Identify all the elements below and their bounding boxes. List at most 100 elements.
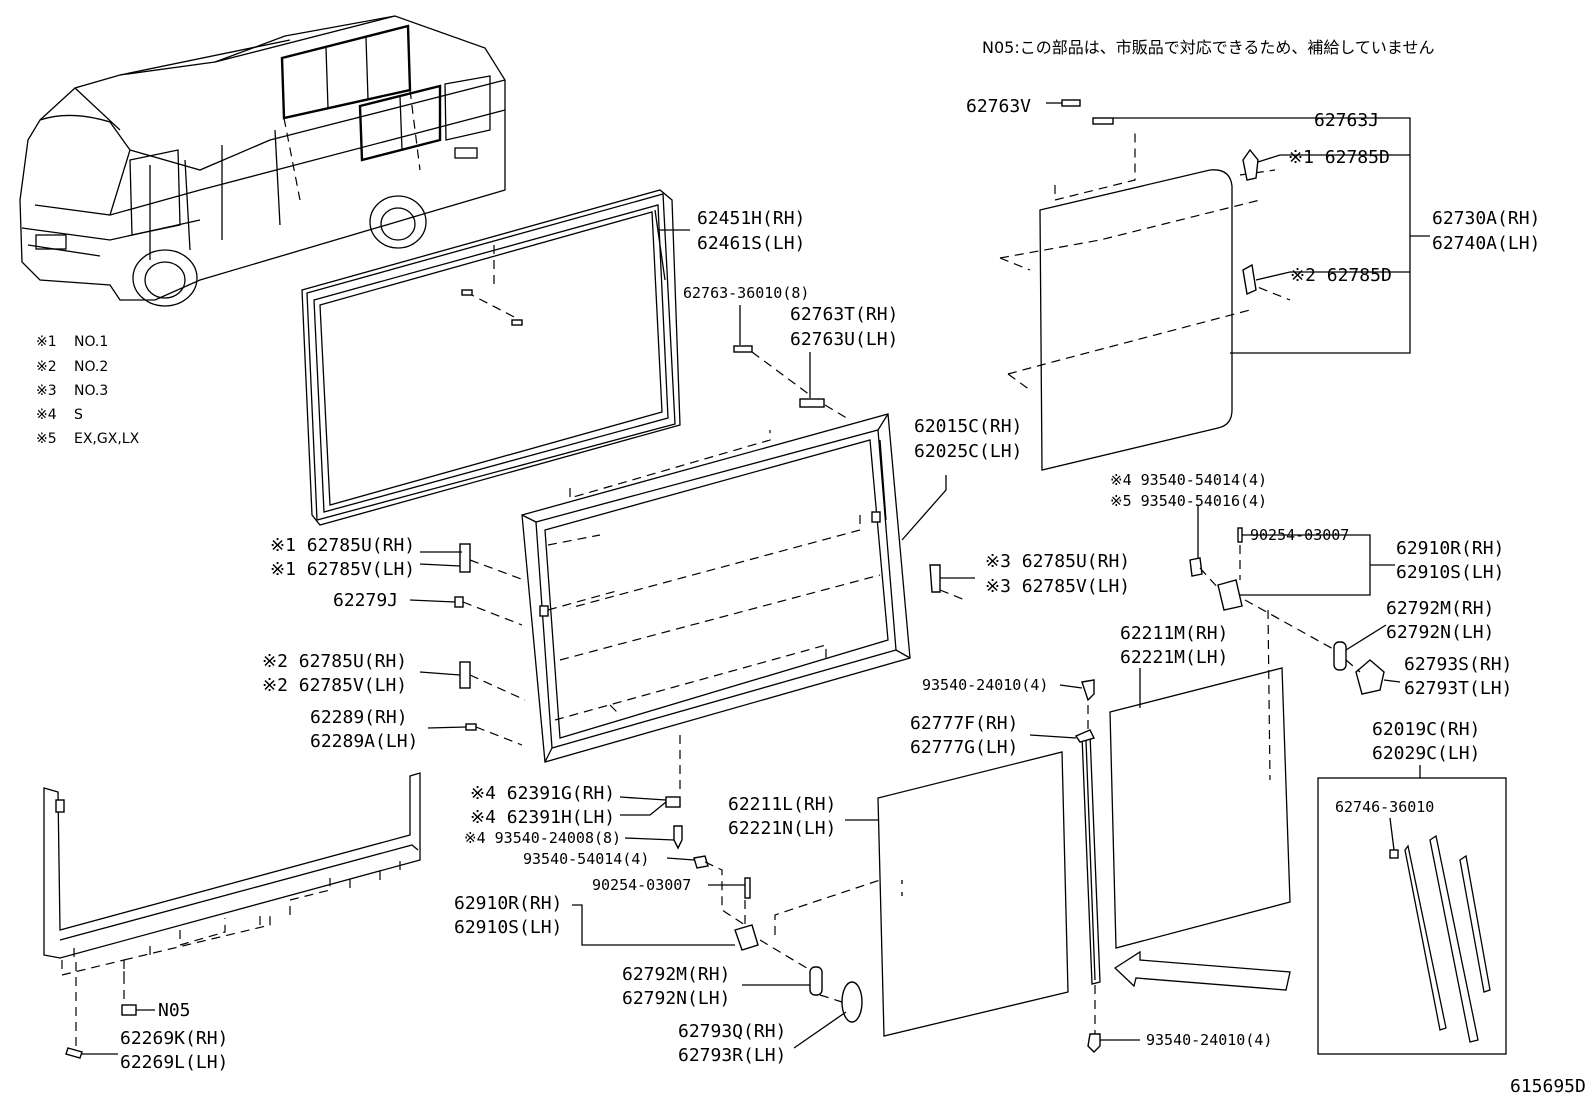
legend-text-4: S: [74, 407, 83, 423]
screw-93540-24010b: [1087, 1033, 1101, 1053]
label-62792N-a: 62792N(LH): [1386, 622, 1494, 643]
label-62029C: 62029C(LH): [1372, 743, 1480, 764]
guide-channel-62777F: [1074, 729, 1101, 985]
sliding-glass-62211M: [1109, 667, 1291, 949]
label-90254-a: 90254-03007: [1250, 526, 1349, 544]
bolt-93540-54014a: [1189, 557, 1203, 577]
end-cap-62269K: [65, 1047, 83, 1059]
label-62015C: 62015C(RH): [914, 416, 1022, 437]
bracket-62785D-1: [1242, 148, 1259, 181]
clip-62763V: [1061, 99, 1081, 107]
label-93540-54016: ※5 93540-54016(4): [1110, 492, 1267, 510]
label-62451H: 62451H(RH): [697, 208, 805, 229]
hinge-62910R-a: [1217, 579, 1243, 611]
label-62763U: 62763U(LH): [790, 329, 898, 350]
label-62269K: 62269K(RH): [120, 1028, 228, 1049]
legend-mark-1: ※1: [36, 334, 57, 350]
label-62910S-b: 62910S(LH): [454, 917, 562, 938]
label-62793R: 62793R(LH): [678, 1045, 786, 1066]
label-93540-24010a: 93540-24010(4): [922, 676, 1048, 694]
direction-arrow: [1113, 950, 1291, 991]
pad-62289: [465, 723, 477, 731]
label-62785V-3: ※3 62785V(LH): [985, 576, 1130, 597]
label-62792N-b: 62792N(LH): [622, 988, 730, 1009]
label-62910R-b: 62910R(RH): [454, 893, 562, 914]
part-N05: [121, 1004, 137, 1016]
label-62211L: 62211L(RH): [728, 794, 836, 815]
label-62785D-2: ※2 62785D: [1290, 265, 1392, 286]
clip-62763T: [799, 398, 825, 408]
label-62763T: 62763T(RH): [790, 304, 898, 325]
screw-93540-24010a: [1081, 679, 1095, 702]
label-62777F: 62777F(RH): [910, 713, 1018, 734]
label-62910S-a: 62910S(LH): [1396, 562, 1504, 583]
clip-62763-36010: [733, 345, 753, 353]
hinge-62910R-b: [734, 924, 759, 951]
bracket-62785U-3: [929, 564, 941, 593]
pin-90254-b: [744, 877, 751, 899]
label-62269L: 62269L(LH): [120, 1052, 228, 1073]
label-62792M-b: 62792M(RH): [622, 964, 730, 985]
bracket-62785D-2: [1242, 263, 1257, 296]
label-62740A: 62740A(LH): [1432, 233, 1540, 254]
label-62793T: 62793T(LH): [1404, 678, 1512, 699]
label-62793S: 62793S(RH): [1404, 654, 1512, 675]
fixed-glass-62730A: [1039, 169, 1233, 471]
label-62221M: 62221M(LH): [1120, 647, 1228, 668]
cap-62793Q: [841, 981, 863, 1023]
label-62792M-a: 62792M(RH): [1386, 598, 1494, 619]
label-N05: N05: [158, 1000, 191, 1021]
pin-90254-a: [1237, 527, 1243, 543]
figure-id: 615695D: [1510, 1076, 1586, 1097]
label-62221N: 62221N(LH): [728, 818, 836, 839]
label-62763J: 62763J: [1314, 110, 1379, 131]
legend-mark-3: ※3: [36, 383, 57, 399]
spacer-62279J: [454, 596, 464, 608]
label-90254-b: 90254-03007: [592, 876, 691, 894]
label-62763V: 62763V: [966, 96, 1031, 117]
bracket-62785U-1: [459, 543, 471, 573]
label-62785V-1: ※1 62785V(LH): [270, 559, 415, 580]
legend-mark-4: ※4: [36, 407, 57, 423]
label-62461S: 62461S(LH): [697, 233, 805, 254]
legend-mark-5: ※5: [36, 431, 57, 447]
label-93540-54014b: 93540-54014(4): [523, 850, 649, 868]
label-62785U-2: ※2 62785U(RH): [262, 651, 407, 672]
label-62019C: 62019C(RH): [1372, 719, 1480, 740]
legend-text-2: NO.2: [74, 359, 108, 375]
stopper-62391G: [665, 796, 681, 808]
leader-lines: [82, 102, 1430, 1055]
weatherstrip-62451H: [301, 189, 681, 526]
plate-62792M-b: [809, 966, 823, 996]
label-62730A: 62730A(RH): [1432, 208, 1540, 229]
label-62391H: ※4 62391H(LH): [470, 807, 615, 828]
legend: ※1 NO.1 ※2 NO.2 ※3 NO.3 ※4 S ※5 EX,GX,LX: [36, 334, 140, 447]
label-62025C: 62025C(LH): [914, 441, 1022, 462]
bus-illustration: [19, 15, 506, 307]
label-62391G: ※4 62391G(RH): [470, 783, 615, 804]
label-62793Q: 62793Q(RH): [678, 1021, 786, 1042]
label-62785V-2: ※2 62785V(LH): [262, 675, 407, 696]
label-62777G: 62777G(LH): [910, 737, 1018, 758]
bolt-93540-54014b: [693, 855, 709, 869]
label-62289A: 62289A(LH): [310, 731, 418, 752]
sliding-glass-62211L: [877, 751, 1069, 1037]
label-62785D-1: ※1 62785D: [1288, 147, 1390, 168]
note-text: N05:この部品は、市販品で対応できるため、補給していません: [982, 38, 1434, 57]
lower-rail-62269K: [43, 772, 421, 959]
label-62211M: 62211M(RH): [1120, 623, 1228, 644]
label-62785U-3: ※3 62785U(RH): [985, 551, 1130, 572]
part-labels: 62763V 62763J ※1 62785D 62730A(RH) 62740…: [120, 96, 1540, 1073]
cap-62793S: [1355, 659, 1385, 695]
label-93540-24008: ※4 93540-24008(8): [464, 829, 621, 847]
clip-62763J: [1092, 117, 1114, 125]
label-62289: 62289(RH): [310, 707, 408, 728]
legend-text-5: EX,GX,LX: [74, 431, 140, 447]
bracket-62785U-2: [459, 661, 471, 689]
screw-93540-24008: [673, 825, 683, 850]
inset-box-62019C: [1317, 777, 1507, 1055]
legend-text-1: NO.1: [74, 334, 108, 350]
label-93540-54014a: ※4 93540-54014(4): [1110, 471, 1267, 489]
